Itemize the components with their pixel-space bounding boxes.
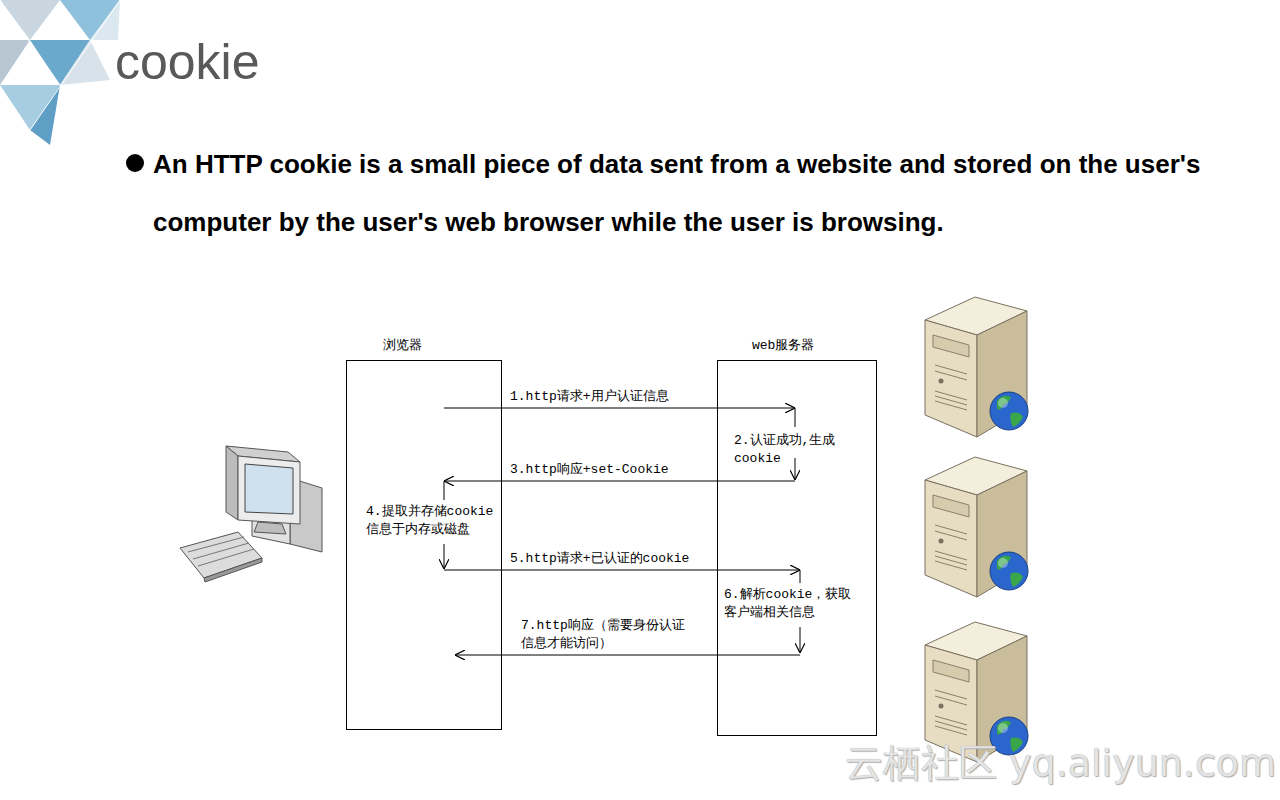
server-icon bbox=[925, 297, 1028, 437]
server-icon bbox=[925, 457, 1028, 597]
keyboard-edge bbox=[204, 558, 262, 582]
lifeline-heading: web服务器 bbox=[752, 337, 814, 355]
process-arrow bbox=[444, 544, 445, 569]
triangle bbox=[0, 0, 60, 40]
keyboard bbox=[180, 532, 262, 578]
process-line bbox=[795, 408, 796, 427]
message-label: 7.http响应（需要身份认证 信息才能访问） bbox=[519, 617, 693, 653]
step-note: 2.认证成功,生成 cookie bbox=[734, 432, 852, 468]
keyboard-row bbox=[188, 537, 244, 552]
message-label: 3.http响应+set-Cookie bbox=[508, 461, 671, 479]
message-arrow bbox=[455, 655, 800, 656]
bullet-dot bbox=[126, 154, 144, 172]
decor-line bbox=[0, 0, 60, 85]
message-arrow bbox=[444, 481, 795, 482]
monitor-front bbox=[238, 456, 300, 524]
message-arrow bbox=[444, 408, 795, 409]
browser-lifeline: 浏览器 bbox=[346, 360, 502, 730]
triangle bbox=[60, 0, 120, 40]
message-label: 5.http请求+已认证的cookie bbox=[508, 550, 691, 568]
message-label: 1.http请求+用户认证信息 bbox=[508, 388, 671, 406]
lifeline-heading: 浏览器 bbox=[383, 337, 422, 355]
bullet-text: An HTTP cookie is a small piece of data … bbox=[153, 135, 1233, 251]
slide-title: cookie bbox=[115, 32, 260, 92]
corner-decoration bbox=[0, 0, 120, 145]
monitor-stand bbox=[254, 522, 286, 534]
step-note: 4.提取并存储cookie 信息于内存或磁盘 bbox=[366, 503, 506, 539]
process-line bbox=[800, 570, 801, 583]
process-line bbox=[444, 481, 445, 500]
process-arrow bbox=[795, 458, 796, 480]
decor-line bbox=[30, 0, 120, 130]
message-arrow bbox=[444, 570, 800, 571]
triangle bbox=[0, 40, 30, 85]
step-note: 6.解析cookie，获取 客户端相关信息 bbox=[724, 586, 866, 622]
process-arrow bbox=[800, 627, 801, 653]
keyboard-row bbox=[193, 543, 249, 559]
triangle bbox=[60, 40, 110, 85]
server-lifeline: web服务器 bbox=[717, 360, 877, 736]
computer-icon bbox=[180, 446, 322, 582]
watermark: 云栖社区 yq.aliyun.com bbox=[845, 740, 1270, 786]
monitor-side bbox=[226, 446, 238, 520]
monitor-screen bbox=[245, 464, 293, 514]
